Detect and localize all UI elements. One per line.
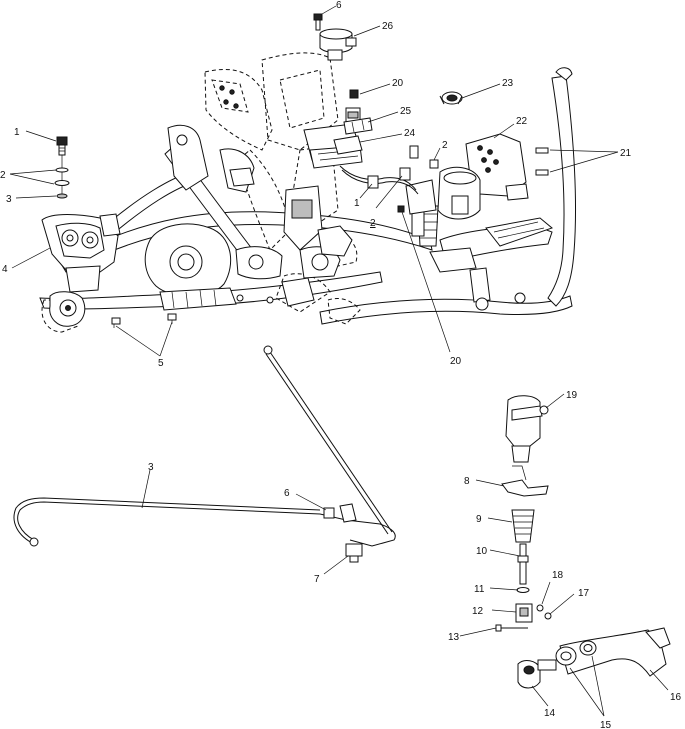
callout-14: 14 (544, 708, 556, 719)
callout-10: 10 (476, 546, 488, 557)
frame-assembly (39, 52, 577, 333)
callout-1-center: 1 (354, 198, 360, 209)
callout-2-center: 2 (370, 218, 376, 229)
callout-20-lower: 20 (450, 356, 462, 367)
callout-2: 2 (0, 170, 6, 181)
exploded-master-cylinder (495, 395, 671, 689)
upper-small-parts (333, 89, 373, 155)
leader-lines (9, 5, 669, 717)
callout-24: 24 (404, 128, 416, 139)
callout-5: 5 (158, 358, 164, 369)
callout-3: 3 (6, 194, 12, 205)
callout-22: 22 (516, 116, 528, 127)
brake-line-assembly (13, 345, 396, 563)
callout-23: 23 (502, 78, 514, 89)
callout-6: 6 (336, 0, 342, 11)
callout-6-line: 6 (284, 488, 290, 499)
callout-18: 18 (552, 570, 564, 581)
callout-12: 12 (472, 606, 484, 617)
callout-8: 8 (464, 476, 470, 487)
callout-15: 15 (600, 720, 612, 729)
callout-17: 17 (578, 588, 590, 599)
callout-16: 16 (670, 692, 682, 703)
clamp-item-23 (439, 91, 463, 105)
fastener-stack-left (54, 136, 70, 199)
callout-3-line: 3 (148, 462, 154, 473)
callout-2-upper: 2 (442, 140, 448, 151)
top-mount-assembly (313, 13, 357, 61)
callout-21: 21 (620, 148, 632, 159)
fasteners-item-5 (111, 313, 177, 328)
callout-7: 7 (314, 574, 320, 585)
callout-4: 4 (2, 264, 8, 275)
master-cylinder-assembly (339, 133, 554, 311)
callout-20: 20 (392, 78, 404, 89)
brake-caliper-front (41, 213, 121, 327)
callout-25: 25 (400, 106, 412, 117)
callout-9: 9 (476, 514, 482, 525)
callout-13: 13 (448, 632, 460, 643)
callout-19: 19 (566, 390, 578, 401)
callout-11: 11 (474, 584, 485, 595)
callout-26: 26 (382, 21, 394, 32)
callout-1: 1 (14, 127, 20, 138)
